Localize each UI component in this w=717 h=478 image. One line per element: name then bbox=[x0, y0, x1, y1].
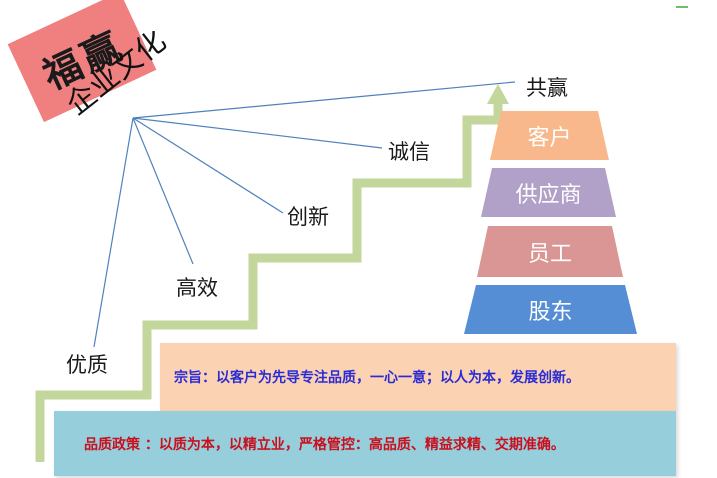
step-label-chengxin: 诚信 bbox=[388, 140, 430, 164]
staircase-arrowhead bbox=[487, 84, 509, 104]
mission-banner: 宗旨：以客户为先导专注品质，一心一意；以人为本，发展创新。 bbox=[160, 343, 676, 411]
pyramid-label-kehu: 客户 bbox=[527, 125, 572, 151]
line-to-gaoxiao bbox=[132, 117, 194, 265]
pyramid-level-gudong bbox=[464, 285, 637, 334]
line-to-gongying bbox=[132, 81, 516, 119]
pyramid-level-kehu bbox=[490, 111, 609, 160]
step-label-youzhi: 优质 bbox=[66, 353, 108, 377]
line-to-chuangxin bbox=[132, 117, 284, 214]
pyramid-label-gongyingshang: 供应商 bbox=[515, 182, 582, 208]
corner-mark bbox=[676, 0, 688, 8]
line-to-chengxin bbox=[132, 117, 383, 149]
pyramid-level-yuangong bbox=[477, 226, 623, 277]
pyramid-top-label: 共赢 bbox=[526, 76, 568, 100]
pyramid-level-gongyingshang bbox=[481, 168, 616, 217]
line-to-youzhi bbox=[93, 117, 134, 348]
quality-policy-text: 品质政策 ：以质为本，以精立业，严格管控：高品质、精益求精、交期准确。 bbox=[84, 436, 565, 453]
pyramid-label-yuangong: 员工 bbox=[527, 241, 572, 267]
mission-text: 宗旨：以客户为先导专注品质，一心一意；以人为本，发展创新。 bbox=[174, 370, 580, 386]
step-label-gaoxiao: 高效 bbox=[176, 276, 218, 300]
pyramid-label-gudong: 股东 bbox=[528, 299, 573, 325]
quality-policy-banner: 品质政策 ：以质为本，以精立业，严格管控：高品质、精益求精、交期准确。 bbox=[54, 411, 676, 476]
step-label-chuangxin: 创新 bbox=[287, 205, 329, 229]
staircase-arrow bbox=[35, 102, 503, 462]
